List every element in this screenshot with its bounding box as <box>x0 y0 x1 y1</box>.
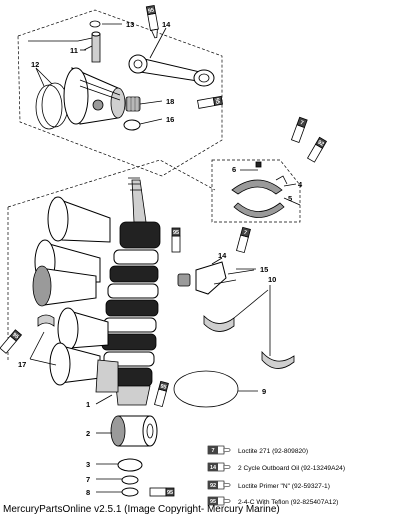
svg-text:95: 95 <box>213 98 220 105</box>
needle-bearing <box>125 96 141 112</box>
main-bearing-halves <box>37 314 295 369</box>
callout-15: 15 <box>260 265 268 274</box>
svg-text:7: 7 <box>299 120 304 127</box>
callout-18: 18 <box>166 97 174 106</box>
tube-icon: 95 <box>149 487 175 497</box>
callout-5: 5 <box>288 194 292 203</box>
svg-text:Loctite 271 (92-809820): Loctite 271 (92-809820) <box>238 448 308 455</box>
callout-11: 11 <box>70 46 78 55</box>
tube-icon: 95 <box>154 380 169 408</box>
copyright-footer: MercuryPartsOnline v2.5.1 (Image Copyrig… <box>3 504 280 515</box>
tube-icon: 95 <box>171 227 181 253</box>
tube-icon: 7 <box>236 226 251 254</box>
svg-text:95: 95 <box>167 490 173 496</box>
tube-icon: 95 <box>0 329 23 354</box>
callout-17: 17 <box>18 360 26 369</box>
callout-6: 6 <box>232 165 236 174</box>
svg-text:14: 14 <box>210 465 217 471</box>
svg-text:95: 95 <box>160 383 167 390</box>
tube-icon: 7 <box>290 116 308 144</box>
legend-item: 7 Loctite 271 (92-809820) <box>207 445 308 455</box>
tube-icon: 95 <box>145 4 159 39</box>
lower-o-ring <box>121 487 139 497</box>
crank-pistons <box>32 196 119 393</box>
legend-item: 14 2 Cycle Outboard Oil (92-13249A24) <box>207 462 345 472</box>
callout-14: 14 <box>218 251 227 260</box>
svg-text:95: 95 <box>210 499 216 505</box>
lower-seal <box>117 458 143 472</box>
callout-10: 10 <box>268 275 276 284</box>
callout-14: 14 <box>162 20 171 29</box>
callout-8: 8 <box>86 488 90 497</box>
callout-13: 13 <box>126 20 134 29</box>
bearing-race-set <box>231 161 288 218</box>
callout-1: 1 <box>86 400 90 409</box>
lower-washer <box>121 475 139 485</box>
ball-bearing <box>110 415 158 447</box>
leader-lines <box>28 23 301 493</box>
callout-numbers: 13 14 11 12 18 16 6 4 5 14 15 10 17 9 1 … <box>18 20 303 497</box>
connecting-rod <box>128 54 215 87</box>
tube-icon: 92 <box>306 136 328 163</box>
piston-rings <box>35 82 69 130</box>
svg-text:95: 95 <box>11 332 20 341</box>
legend: 7 Loctite 271 (92-809820) 14 2 Cycle Out… <box>207 445 345 506</box>
callout-4: 4 <box>298 180 303 189</box>
rod-cap <box>177 261 237 295</box>
top-piston <box>63 67 126 125</box>
legend-item: 92 Loctite Primer "N" (92-59327-1) <box>207 480 330 490</box>
wrist-pin <box>91 31 101 63</box>
retaining-ring <box>173 370 239 408</box>
callout-2: 2 <box>86 429 90 438</box>
callout-9: 9 <box>262 387 266 396</box>
crankshaft <box>101 177 161 406</box>
rod-bolt <box>227 269 255 275</box>
svg-text:2 Cycle Outboard Oil (92-13249: 2 Cycle Outboard Oil (92-13249A24) <box>238 465 345 472</box>
tube-icon: 95 <box>197 95 224 109</box>
svg-text:95: 95 <box>148 8 155 15</box>
lock-ring <box>89 20 101 28</box>
svg-text:92: 92 <box>210 483 216 489</box>
dashed-group-outline <box>7 9 301 360</box>
thrust-washer <box>123 119 141 131</box>
svg-text:Loctite Primer "N" (92-59327-1: Loctite Primer "N" (92-59327-1) <box>238 483 330 490</box>
callout-7: 7 <box>86 475 90 484</box>
svg-text:7: 7 <box>243 230 248 237</box>
svg-text:95: 95 <box>173 230 179 236</box>
callout-16: 16 <box>166 115 174 124</box>
svg-text:2-4-C With Teflon (92-825407A1: 2-4-C With Teflon (92-825407A12) <box>238 499 338 506</box>
svg-text:7: 7 <box>211 448 214 454</box>
svg-text:92: 92 <box>316 140 324 148</box>
callout-3: 3 <box>86 460 90 469</box>
callout-12: 12 <box>31 60 39 69</box>
legend-item: 95 2-4-C With Teflon (92-825407A12) <box>207 496 338 506</box>
